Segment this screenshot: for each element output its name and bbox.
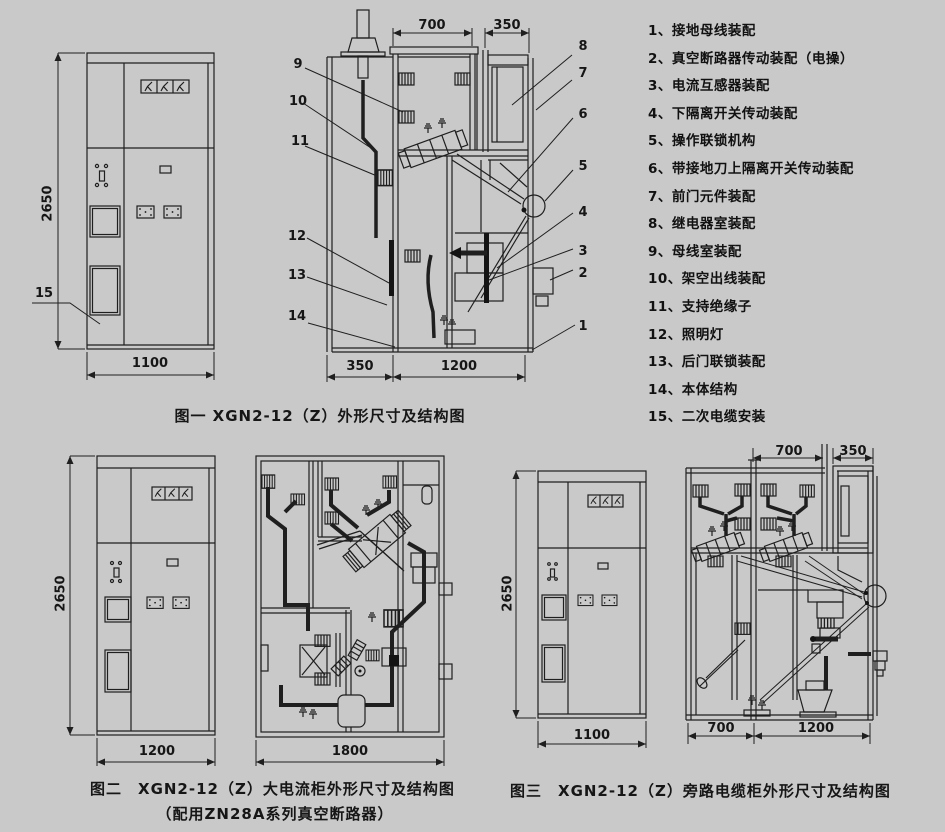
figure2-subcaption: （配用ZN28A系列真空断路器） (156, 805, 394, 823)
callout-4: 4 (578, 205, 588, 220)
callout-12: 12 (287, 229, 307, 244)
fig1-section-dim-350-bottom: 350 (346, 359, 374, 374)
callout-7: 7 (578, 66, 588, 81)
fig3-section-dim-700-top: 700 (775, 444, 803, 459)
figure3-section-view-drawing (685, 444, 888, 744)
fig1-section-dim-1200: 1200 (440, 359, 478, 374)
callout-2: 2 (578, 266, 588, 281)
callout-11: 11 (290, 134, 310, 149)
figure2-front-view-drawing (66, 455, 216, 766)
figure3-caption: 图三 XGN2-12（Z）旁路电缆柜外形尺寸及结构图 (510, 782, 891, 800)
legend-item-2: 2、真空断路器传动装配（电操） (648, 50, 854, 67)
legend-item-3: 3、电流互感器装配 (648, 78, 770, 95)
fig3-section-dim-700-bottom: 700 (707, 721, 735, 736)
legend-item-1: 1、接地母线装配 (648, 23, 756, 39)
figure3-front-view-drawing (512, 470, 647, 748)
callout-9: 9 (293, 57, 303, 72)
fig1-section-dim-350-top: 350 (493, 18, 521, 33)
fig3-front-height-dim-label: 2650 (500, 575, 516, 612)
legend-item-9: 9、母线室装配 (648, 243, 742, 260)
figure1-caption: 图一 XGN2-12（Z）外形尺寸及结构图 (174, 407, 466, 425)
fig2-front-height-dim-label: 2650 (53, 575, 69, 612)
legend-item-7: 7、前门元件装配 (648, 188, 756, 205)
fig3-front-width-dim-label: 1100 (573, 728, 611, 743)
fig3-section-dim-1200-bottom: 1200 (797, 721, 835, 736)
legend-item-12: 12、照明灯 (648, 326, 724, 343)
callout-3: 3 (578, 244, 588, 259)
fig2-section-width-dim-label: 1800 (331, 744, 369, 759)
legend-list: 1、接地母线装配 2、真空断路器传动装配（电操） 3、电流互感器装配 4、下隔离… (648, 18, 943, 432)
fig2-front-width-dim-label: 1200 (138, 744, 176, 759)
fig1-front-callout-15: 15 (34, 286, 54, 301)
legend-item-11: 11、支持绝缘子 (648, 298, 752, 315)
fig1-section-dim-700: 700 (418, 18, 446, 33)
callout-10: 10 (288, 94, 308, 109)
callout-1: 1 (578, 319, 588, 334)
figure1-front-view-drawing (32, 52, 215, 380)
callout-13: 13 (287, 268, 307, 283)
fig1-front-width-dim-label: 1100 (131, 356, 169, 371)
legend-item-10: 10、架空出线装配 (648, 271, 766, 288)
legend-item-4: 4、下隔离开关传动装配 (648, 105, 798, 122)
callout-6: 6 (578, 107, 588, 122)
fig3-section-dim-350-top: 350 (839, 444, 867, 459)
callout-8: 8 (578, 39, 588, 54)
legend-item-14: 14、本体结构 (648, 381, 738, 398)
callout-5: 5 (578, 159, 588, 174)
legend-item-13: 13、后门联锁装配 (648, 354, 766, 371)
legend-item-6: 6、带接地刀上隔离开关传动装配 (648, 160, 854, 177)
callout-14: 14 (287, 309, 307, 324)
figure2-caption: 图二 XGN2-12（Z）大电流柜外形尺寸及结构图 (90, 780, 455, 798)
legend-item-8: 8、继电器室装配 (648, 216, 756, 233)
figure1-section-view-drawing (302, 9, 576, 382)
figure2-section-view-drawing (255, 455, 453, 766)
legend-item-15: 15、二次电缆安装 (648, 409, 766, 426)
fig1-front-height-dim-label: 2650 (40, 185, 56, 222)
legend-item-5: 5、操作联锁机构 (648, 133, 756, 150)
